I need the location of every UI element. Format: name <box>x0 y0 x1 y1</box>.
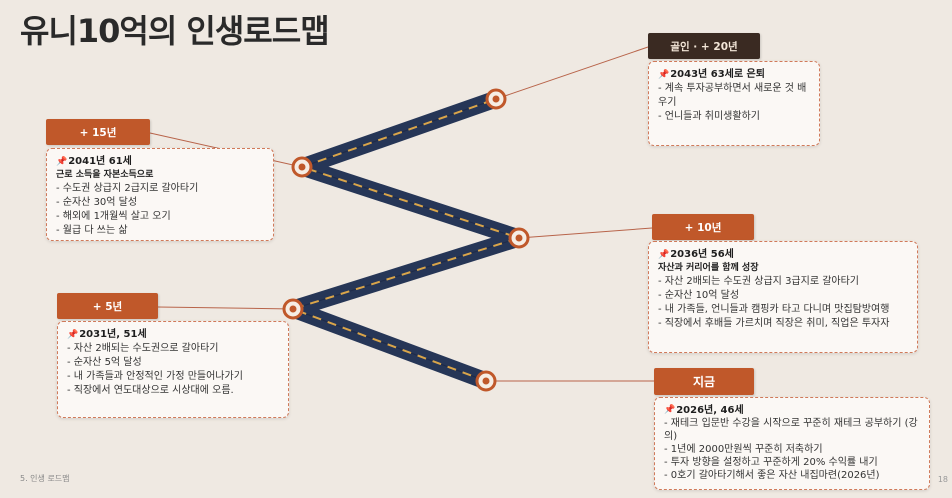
card-plus10-line: - 자산 2배되는 수도권 상급지 3급지로 갈아타기 <box>658 276 860 287</box>
tag-plus10: + 10년 <box>652 214 754 240</box>
card-plus20-line: - 언니들과 취미생활하기 <box>658 111 760 122</box>
card-plus5: 📌2031년, 51세 - 자산 2배되는 수도권으로 갈아타기 - 순자산 5… <box>57 321 289 418</box>
tag-plus5: + 5년 <box>57 293 158 319</box>
tag-now: 지금 <box>654 368 754 395</box>
pushpin-icon: 📌 <box>664 405 676 415</box>
card-plus10-line: - 직장에서 후배들 가르치며 직장은 취미, 직업은 투자자 <box>658 318 890 329</box>
node-plus20 <box>485 88 507 110</box>
card-plus15-line: - 순자산 30억 달성 <box>56 197 138 208</box>
card-plus5-head: 📌2031년, 51세 <box>67 329 147 340</box>
node-plus5 <box>282 298 304 320</box>
card-plus5-line: - 직장에서 연도대상으로 시상대에 오름. <box>67 385 234 396</box>
connector-plus5 <box>157 306 294 310</box>
card-plus10-line: - 순자산 10억 달성 <box>658 290 740 301</box>
node-now <box>475 370 497 392</box>
tag-plus20: 골인 · + 20년 <box>648 33 760 59</box>
card-plus5-line: - 순자산 5억 달성 <box>67 357 142 368</box>
pushpin-icon: 📌 <box>67 330 79 340</box>
pushpin-icon: 📌 <box>658 250 670 260</box>
pushpin-icon: 📌 <box>56 157 68 167</box>
card-plus10-sub: 자산과 커리어를 함께 성장 <box>658 263 759 273</box>
card-plus15-sub: 근로 소득을 자본소득으로 <box>56 170 154 180</box>
card-now-head: 📌2026년, 46세 <box>664 405 744 416</box>
card-plus5-line: - 내 가족들과 안정적인 가정 만들어나가기 <box>67 371 243 382</box>
card-now: 📌2026년, 46세 - 재테크 입문반 수강을 시작으로 꾸준히 재테크 공… <box>654 397 930 490</box>
footer-section-label: 5. 인생 로드맵 <box>20 474 70 483</box>
tag-plus15: + 15년 <box>46 119 150 145</box>
card-plus20-line: - 계속 투자공부하면서 새로운 것 배우기 <box>658 83 807 108</box>
card-now-line: - 투자 방향을 설정하고 꾸준하게 20% 수익률 내기 <box>664 457 878 468</box>
road-center-dashes <box>292 98 520 382</box>
card-plus15: 📌2041년 61세 근로 소득을 자본소득으로 - 수도권 상급지 2급지로 … <box>46 148 274 241</box>
milestone-nodes <box>282 88 530 392</box>
card-plus15-line: - 수도권 상급지 2급지로 갈아타기 <box>56 183 199 194</box>
pushpin-icon: 📌 <box>658 70 670 80</box>
card-plus15-line: - 월급 다 쓰는 삶 <box>56 225 128 236</box>
card-plus15-line: - 해외에 1개월씩 살고 오기 <box>56 211 171 222</box>
card-plus10-line: - 내 가족들, 언니들과 캠핑카 타고 다니며 맛집탐방여행 <box>658 304 890 315</box>
page-number: 18 <box>937 475 948 484</box>
card-plus20: 📌2043년 63세로 은퇴 - 계속 투자공부하면서 새로운 것 배우기 - … <box>648 61 820 146</box>
card-plus15-head: 📌2041년 61세 <box>56 156 132 167</box>
node-plus10 <box>508 227 530 249</box>
card-now-line: - 1년에 2000만원씩 꾸준히 저축하기 <box>664 444 823 455</box>
card-plus20-head: 📌2043년 63세로 은퇴 <box>658 69 765 80</box>
card-plus10: 📌2036년 56세 자산과 커리어를 함께 성장 - 자산 2배되는 수도권 … <box>648 241 918 353</box>
card-now-line: - 0호기 갈아타기해서 좋은 자산 내집마련(2026년) <box>664 470 880 481</box>
road-body <box>284 90 528 390</box>
page-title: 유니10억의 인생로드맵 <box>20 12 330 50</box>
card-now-line: - 재테크 입문반 수강을 시작으로 꾸준히 재테크 공부하기 (강의) <box>664 418 918 442</box>
connector-plus10 <box>518 227 653 239</box>
node-plus15 <box>291 156 313 178</box>
card-plus5-line: - 자산 2배되는 수도권으로 갈아타기 <box>67 343 219 354</box>
card-plus10-head: 📌2036년 56세 <box>658 249 734 260</box>
connector-plus20 <box>495 46 649 100</box>
